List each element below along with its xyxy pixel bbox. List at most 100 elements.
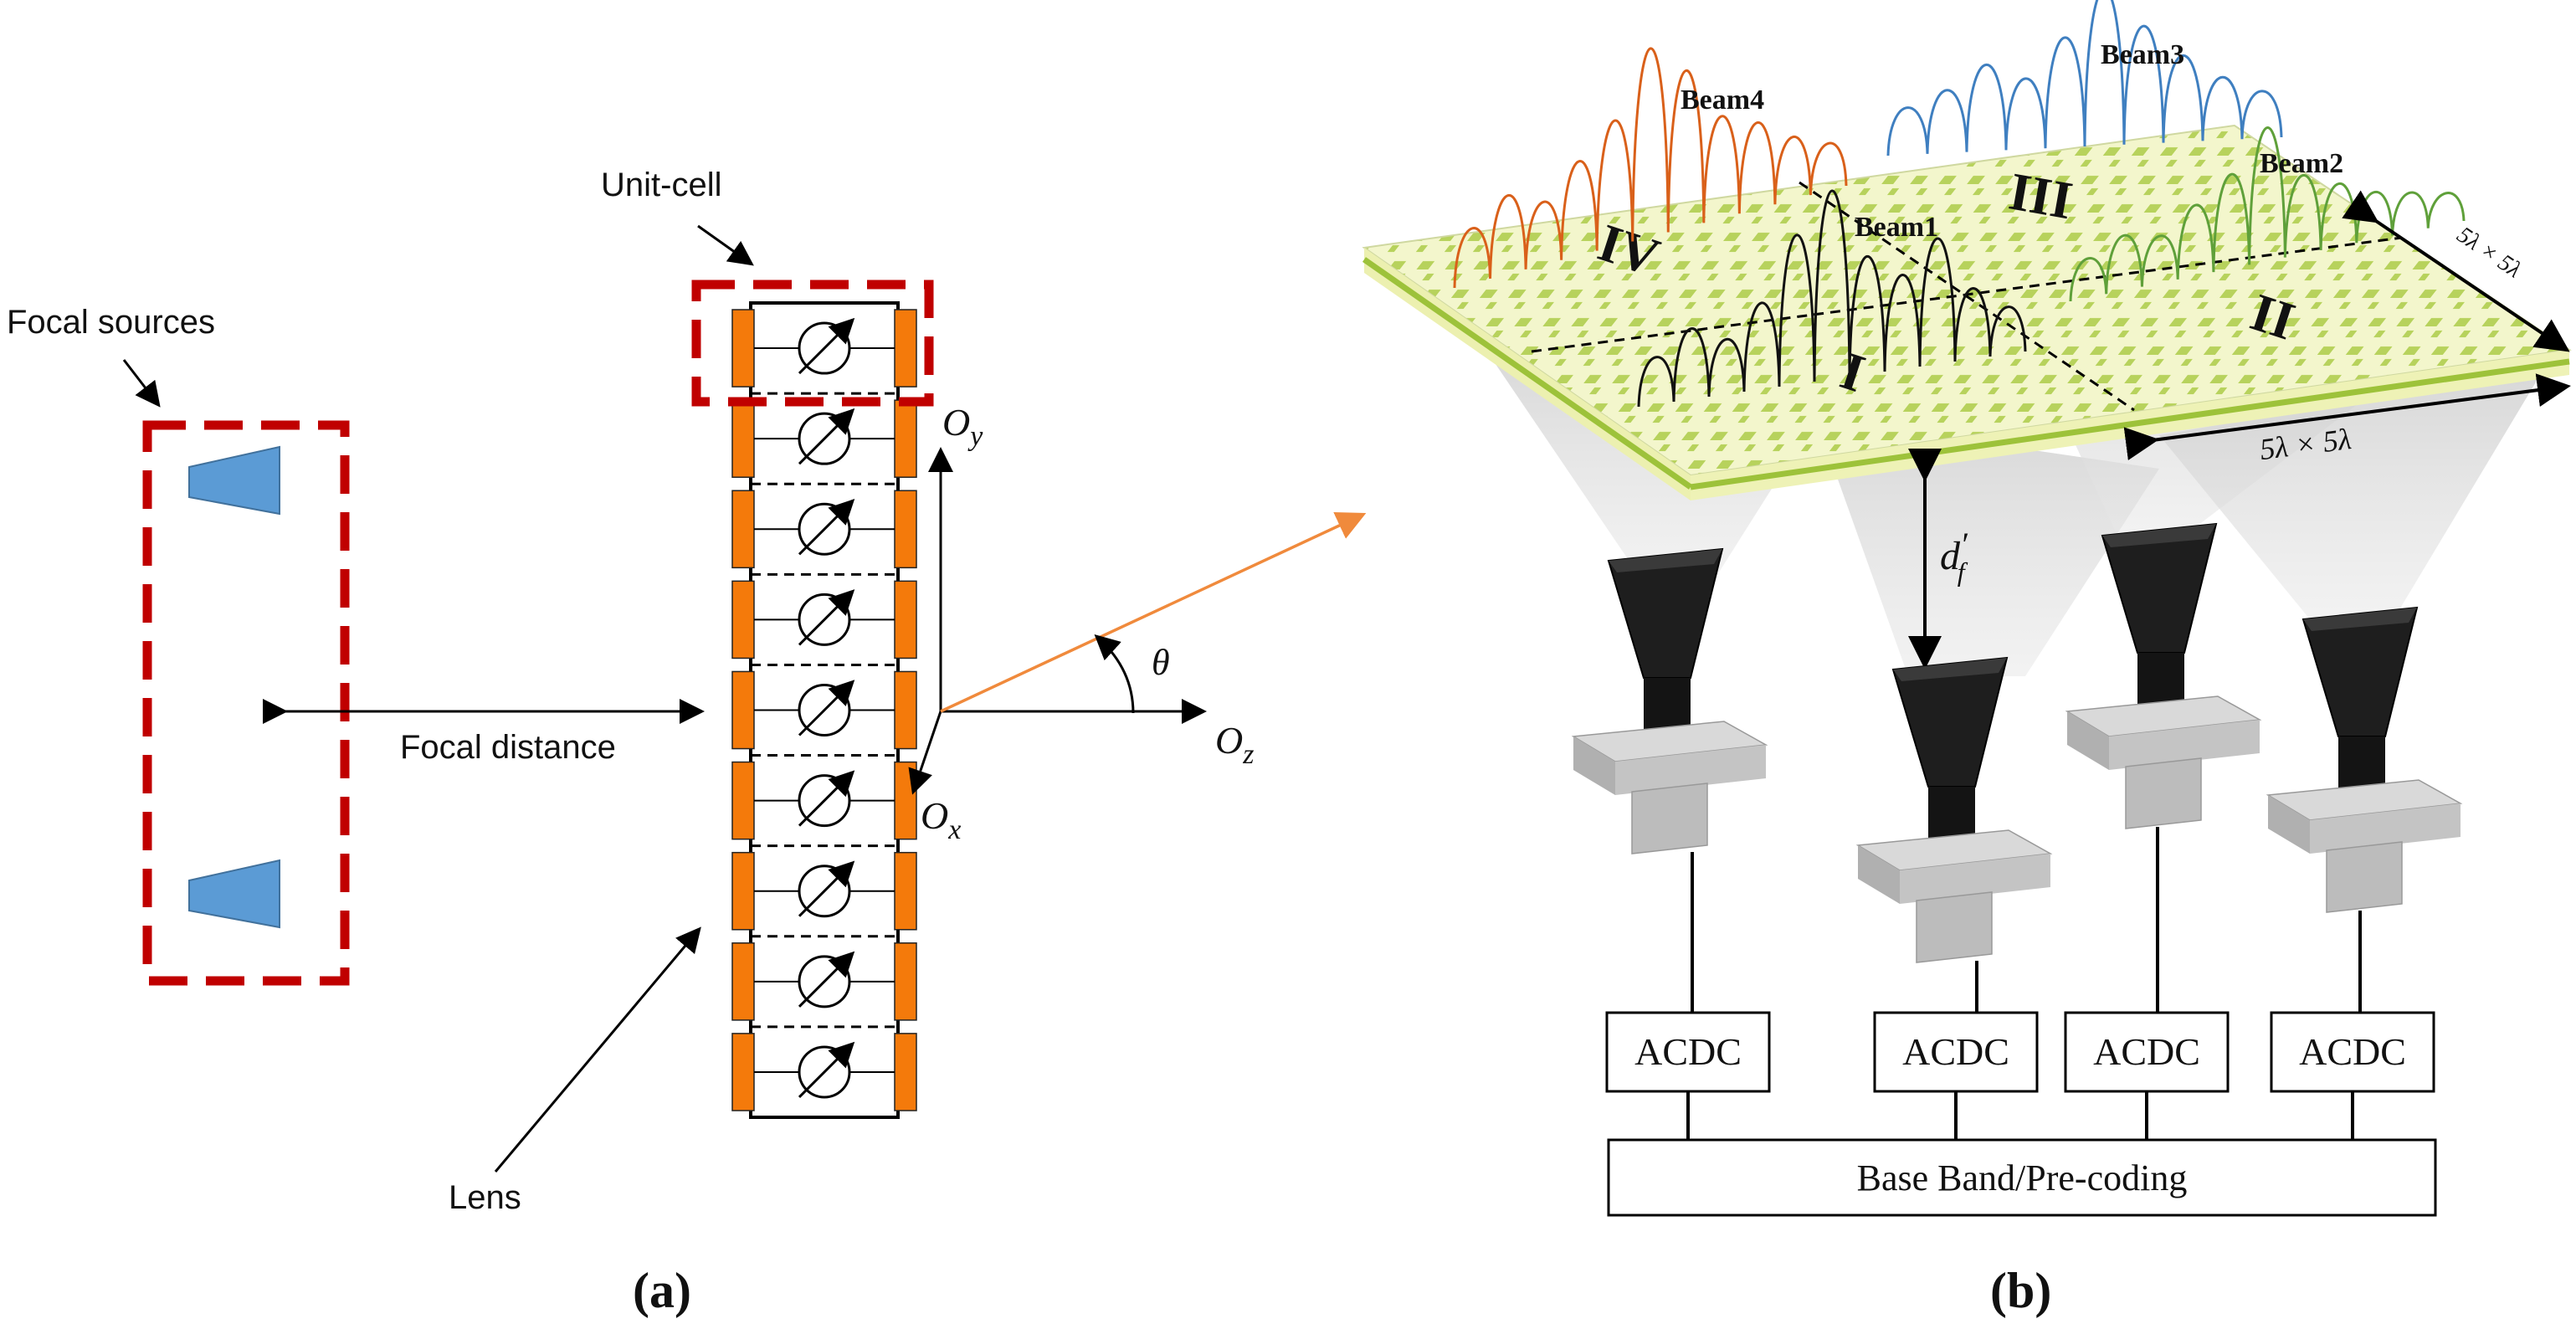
patch-left: [731, 580, 755, 659]
angle-arc: [1094, 634, 1135, 714]
acdc-converter-3: ACDC: [2064, 1011, 2230, 1140]
patch-left: [731, 942, 755, 1021]
lens-pointer: [494, 926, 701, 1173]
metasurface-layer-left: [1362, 257, 1693, 490]
phase-shifter-arrow: [798, 408, 855, 465]
mount-front: [2109, 720, 2260, 770]
feed-assembly-3: [2065, 522, 2262, 1013]
beam2-label: Beam2: [2260, 148, 2343, 179]
mount-stem: [2125, 757, 2202, 829]
lens-unit-cell: [731, 1025, 917, 1111]
patch-right: [894, 761, 917, 840]
dimension-arrow-bottom: [2123, 373, 2571, 460]
feed-horn-rim: [1893, 658, 2007, 681]
mount-stem: [1631, 783, 1708, 854]
beam3-label: Beam3: [2101, 39, 2184, 70]
beam1-label: Beam1: [1855, 212, 1938, 243]
dimension-arrow-right: [2342, 190, 2570, 352]
patch-right: [894, 670, 917, 750]
baseband-box: [1607, 1138, 2437, 1217]
acdc-converters: ACDC ACDC ACDC ACDC: [1605, 1011, 2435, 1140]
unit-cell-pointer: [697, 224, 754, 266]
dimension-label-right: 5λ × 5λ: [2452, 222, 2526, 283]
light-cone-2: [1816, 418, 2159, 676]
panel-b: I II III IV Beam1 Beam2 Beam3 Beam4 5λ ×…: [1362, 0, 2572, 1318]
theta-label: θ: [1152, 642, 1170, 683]
feed-assembly-2: [1855, 656, 2053, 1013]
lens-unit-cell: [731, 482, 917, 569]
lens-unit-cell: [731, 572, 917, 659]
lens-unit-cell: [731, 754, 917, 840]
acdc-box: [2270, 1011, 2435, 1093]
patch-left: [731, 309, 755, 387]
beam3-pattern: [1886, 0, 2283, 157]
beam-direction-arrow: [940, 511, 1367, 713]
mount-front: [1615, 745, 1766, 795]
patch-left: [731, 1033, 755, 1111]
mount-side: [1573, 736, 1615, 795]
phase-shifter-arrow: [798, 1041, 855, 1099]
feed-horn-rim: [2303, 608, 2417, 631]
axis-x-label: Ox: [921, 794, 961, 845]
focal-distance-label-b: d′f: [1940, 526, 1968, 587]
acdc-label: ACDC: [2093, 1030, 2200, 1073]
caption-b: (b): [1990, 1263, 2051, 1318]
phase-shifter-arrow: [798, 317, 855, 375]
lens-unit-cell: [731, 935, 917, 1021]
acdc-box: [1873, 1011, 2039, 1093]
patch-left: [731, 761, 755, 840]
phase-shifter-arrow: [798, 860, 855, 917]
acdc-label: ACDC: [1634, 1030, 1742, 1073]
lens-label: Lens: [449, 1179, 521, 1216]
axis-z-label: Oz: [1215, 719, 1254, 770]
focal-sources-pointer: [122, 359, 161, 408]
mount-side: [1858, 845, 1900, 904]
phase-shifter-arrow: [798, 680, 855, 736]
quadrant-divider-b: [1799, 181, 2135, 412]
feed-horn-top: [188, 445, 280, 516]
feed-horn-rim: [2102, 524, 2216, 547]
lens-unit-cell: [731, 844, 917, 931]
feed-horn-rim: [1609, 549, 1722, 572]
feed-assembly-4: [2266, 606, 2463, 1013]
patch-right: [894, 1033, 917, 1111]
mount-stem: [1916, 891, 1993, 963]
baseband-label: Base Band/Pre-coding: [1857, 1157, 2188, 1198]
acdc-converter-4: ACDC: [2270, 1011, 2435, 1140]
mount-front: [2310, 803, 2461, 854]
lens-unit-cell: [731, 309, 917, 387]
region-III-label: III: [2005, 161, 2077, 230]
acdc-label: ACDC: [2299, 1030, 2406, 1073]
patch-left: [731, 490, 755, 569]
beam4-pattern: [1453, 47, 1848, 289]
mount-side: [2067, 711, 2109, 770]
patch-left: [731, 851, 755, 931]
acdc-box: [2064, 1011, 2230, 1093]
mount-side: [2268, 795, 2310, 854]
beam1-pattern: [1637, 189, 2027, 408]
unit-cell-label: Unit-cell: [601, 167, 721, 203]
acdc-converter-2: ACDC: [1873, 1011, 2039, 1140]
phase-shifter-arrow: [798, 499, 855, 556]
lens-unit-cell: [731, 392, 917, 478]
patch-right: [894, 490, 917, 569]
panel-a: Focal sources Focal distance Unit-cell L…: [7, 167, 1367, 1318]
axis-y-label: Oy: [942, 401, 983, 452]
acdc-label: ACDC: [1902, 1030, 2009, 1073]
patch-left: [731, 670, 755, 750]
acdc-box: [1605, 1011, 1771, 1093]
lens-unit-cell: [731, 663, 917, 750]
patch-right: [894, 309, 917, 387]
patch-right: [894, 942, 917, 1021]
patch-right: [894, 851, 917, 931]
phase-shifter-arrow: [798, 951, 855, 1008]
feed-assembly-1: [1571, 547, 1768, 1013]
beam4-label: Beam4: [1681, 85, 1764, 115]
patch-right: [894, 399, 917, 478]
feed-assemblies: [1571, 522, 2463, 1013]
caption-a: (a): [633, 1263, 691, 1318]
phase-shifter-arrow: [798, 589, 855, 646]
focal-sources-label: Focal sources: [7, 304, 215, 341]
unit-cell-box: [691, 280, 934, 407]
